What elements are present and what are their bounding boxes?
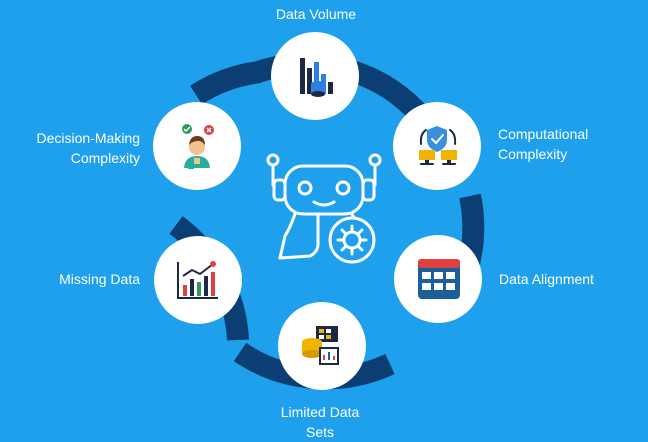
robot-with-gear-icon bbox=[266, 153, 382, 264]
node-data-volume bbox=[271, 32, 359, 120]
node-data-alignment bbox=[394, 235, 482, 323]
arc-left bbox=[190, 61, 262, 105]
trend-line-chart-icon bbox=[177, 261, 218, 299]
node-computational-complexity bbox=[393, 102, 481, 190]
label-data-alignment: Data Alignment bbox=[499, 271, 594, 287]
node-limited-data-sets bbox=[278, 302, 366, 390]
label-data-volume: Data Volume bbox=[275, 6, 357, 22]
database-spreadsheet-icon bbox=[302, 326, 339, 365]
label-decision-making-complexity: Decision-Making Complexity bbox=[36, 130, 140, 166]
shield-network-computers-icon bbox=[419, 126, 457, 165]
label-computational-complexity: Computational Complexity bbox=[498, 126, 589, 162]
label-missing-data: Missing Data bbox=[59, 271, 140, 287]
bar-chart-database-icon bbox=[300, 58, 333, 97]
node-missing-data bbox=[154, 236, 242, 324]
label-limited-data-sets: Limited Data Sets bbox=[280, 404, 360, 440]
table-grid-icon bbox=[418, 259, 460, 299]
node-decision-making-complexity bbox=[153, 102, 241, 190]
person-decision-icon bbox=[182, 124, 214, 169]
